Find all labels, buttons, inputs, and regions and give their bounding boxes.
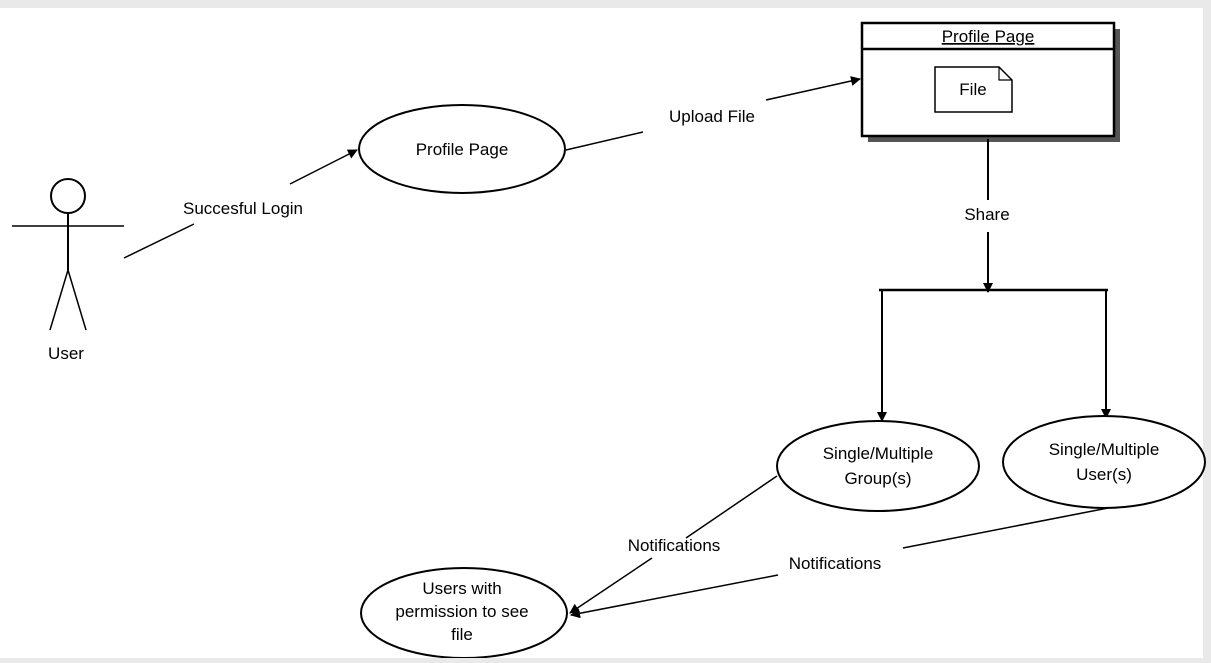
- edge-notifications-users-label: Notifications: [789, 554, 882, 573]
- edge-share: Share: [964, 139, 1010, 293]
- usecase-users-line2: User(s): [1076, 465, 1132, 484]
- actor-leg-right: [67, 269, 87, 331]
- edge-upload-label: Upload File: [669, 107, 755, 126]
- file-note-icon: [934, 66, 1013, 113]
- usecase-users-line1: Single/Multiple: [1049, 440, 1160, 459]
- edge-login: Succesful Login: [123, 149, 358, 259]
- file-label: File: [959, 80, 986, 99]
- usecase-permission-line3: file: [451, 625, 473, 644]
- actor-leg-left: [49, 269, 69, 331]
- edge-upload: Upload File: [565, 76, 861, 151]
- usecase-profile-page: Profile Page: [358, 104, 566, 194]
- object-box-title: Profile Page: [942, 27, 1035, 46]
- actor-head: [50, 178, 86, 214]
- usecase-permission-line2: permission to see: [395, 602, 528, 621]
- edge-notifications-users: Notifications: [570, 507, 1109, 619]
- edge-notifications-groups: Notifications: [569, 475, 778, 614]
- usecase-permission: Users with permission to see file: [360, 567, 568, 659]
- edge-login-label: Succesful Login: [183, 199, 303, 218]
- usecase-profile-page-label: Profile Page: [416, 140, 509, 159]
- actor-label: User: [48, 344, 84, 363]
- usecase-groups-line2: Group(s): [844, 469, 911, 488]
- share-fork: [877, 288, 1111, 422]
- usecase-users: Single/Multiple User(s): [1002, 415, 1206, 509]
- usecase-groups: Single/Multiple Group(s): [776, 420, 980, 512]
- edge-notifications-groups-label: Notifications: [628, 536, 721, 555]
- usecase-permission-line1: Users with: [422, 579, 501, 598]
- usecase-groups-line1: Single/Multiple: [823, 444, 934, 463]
- actor-user: User: [12, 178, 124, 363]
- object-box-profile-page: Profile Page File: [860, 21, 1120, 142]
- edge-share-label: Share: [964, 205, 1009, 224]
